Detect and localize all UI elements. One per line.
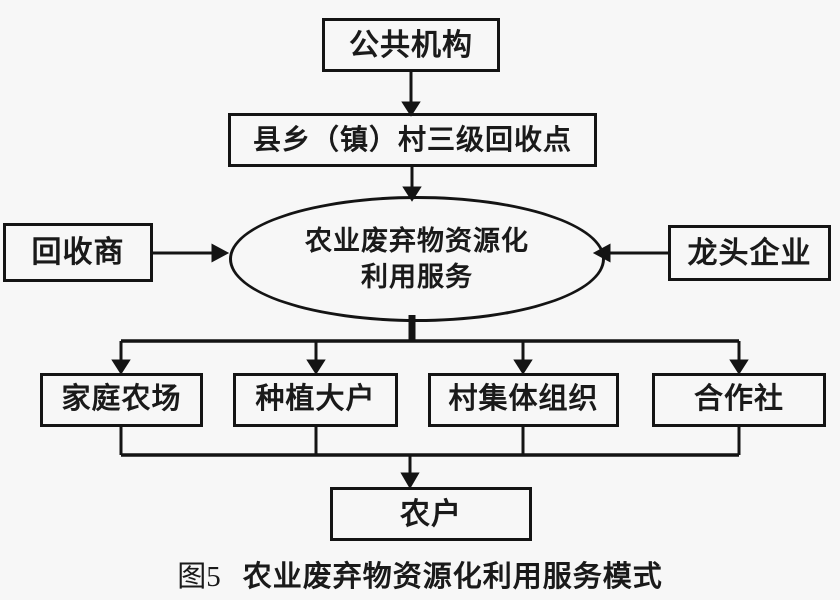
arrowhead-right — [211, 243, 230, 263]
arrowhead-large-grower — [306, 359, 326, 375]
node-village-collective-label: 村集体组织 — [448, 383, 599, 416]
node-recycler-label: 回收商 — [31, 236, 125, 269]
node-farmer: 农户 — [330, 487, 532, 541]
node-leading-enterprise-label: 龙头企业 — [687, 236, 812, 270]
node-public-institution-label: 公共机构 — [349, 28, 473, 62]
node-village-collective: 村集体组织 — [428, 373, 619, 427]
figure-number: 图5 — [177, 561, 221, 593]
node-service-hub-line2: 利用服务 — [361, 262, 473, 292]
node-cooperative-label: 合作社 — [693, 383, 784, 416]
node-large-grower: 种植大户 — [233, 373, 398, 427]
node-service-hub-line1: 农业废弃物资源化 — [305, 225, 529, 256]
node-service-hub: 农业废弃物资源化 利用服务 — [229, 196, 605, 322]
arrowhead-village-collective — [513, 359, 533, 375]
node-cooperative: 合作社 — [652, 373, 826, 427]
arrowhead-down-2 — [402, 186, 422, 202]
node-family-farm: 家庭农场 — [40, 373, 203, 427]
arrowhead-cooperative — [729, 359, 749, 375]
figure-title: 农业废弃物资源化利用服务模式 — [242, 561, 663, 593]
node-recycler: 回收商 — [3, 223, 153, 282]
arrowhead-family-farm — [111, 359, 131, 375]
figure-caption: 图5 农业废弃物资源化利用服务模式 — [0, 553, 840, 595]
arrowhead-farmer — [400, 472, 420, 489]
node-large-grower-label: 种植大户 — [255, 383, 376, 416]
node-recycle-points: 县乡（镇）村三级回收点 — [228, 113, 597, 167]
arrowhead-down-1 — [401, 101, 421, 117]
node-farmer-label: 农户 — [400, 497, 462, 531]
node-public-institution: 公共机构 — [322, 18, 500, 72]
node-recycle-points-label: 县乡（镇）村三级回收点 — [252, 123, 572, 155]
node-leading-enterprise: 龙头企业 — [668, 225, 831, 281]
node-family-farm-label: 家庭农场 — [61, 383, 182, 416]
